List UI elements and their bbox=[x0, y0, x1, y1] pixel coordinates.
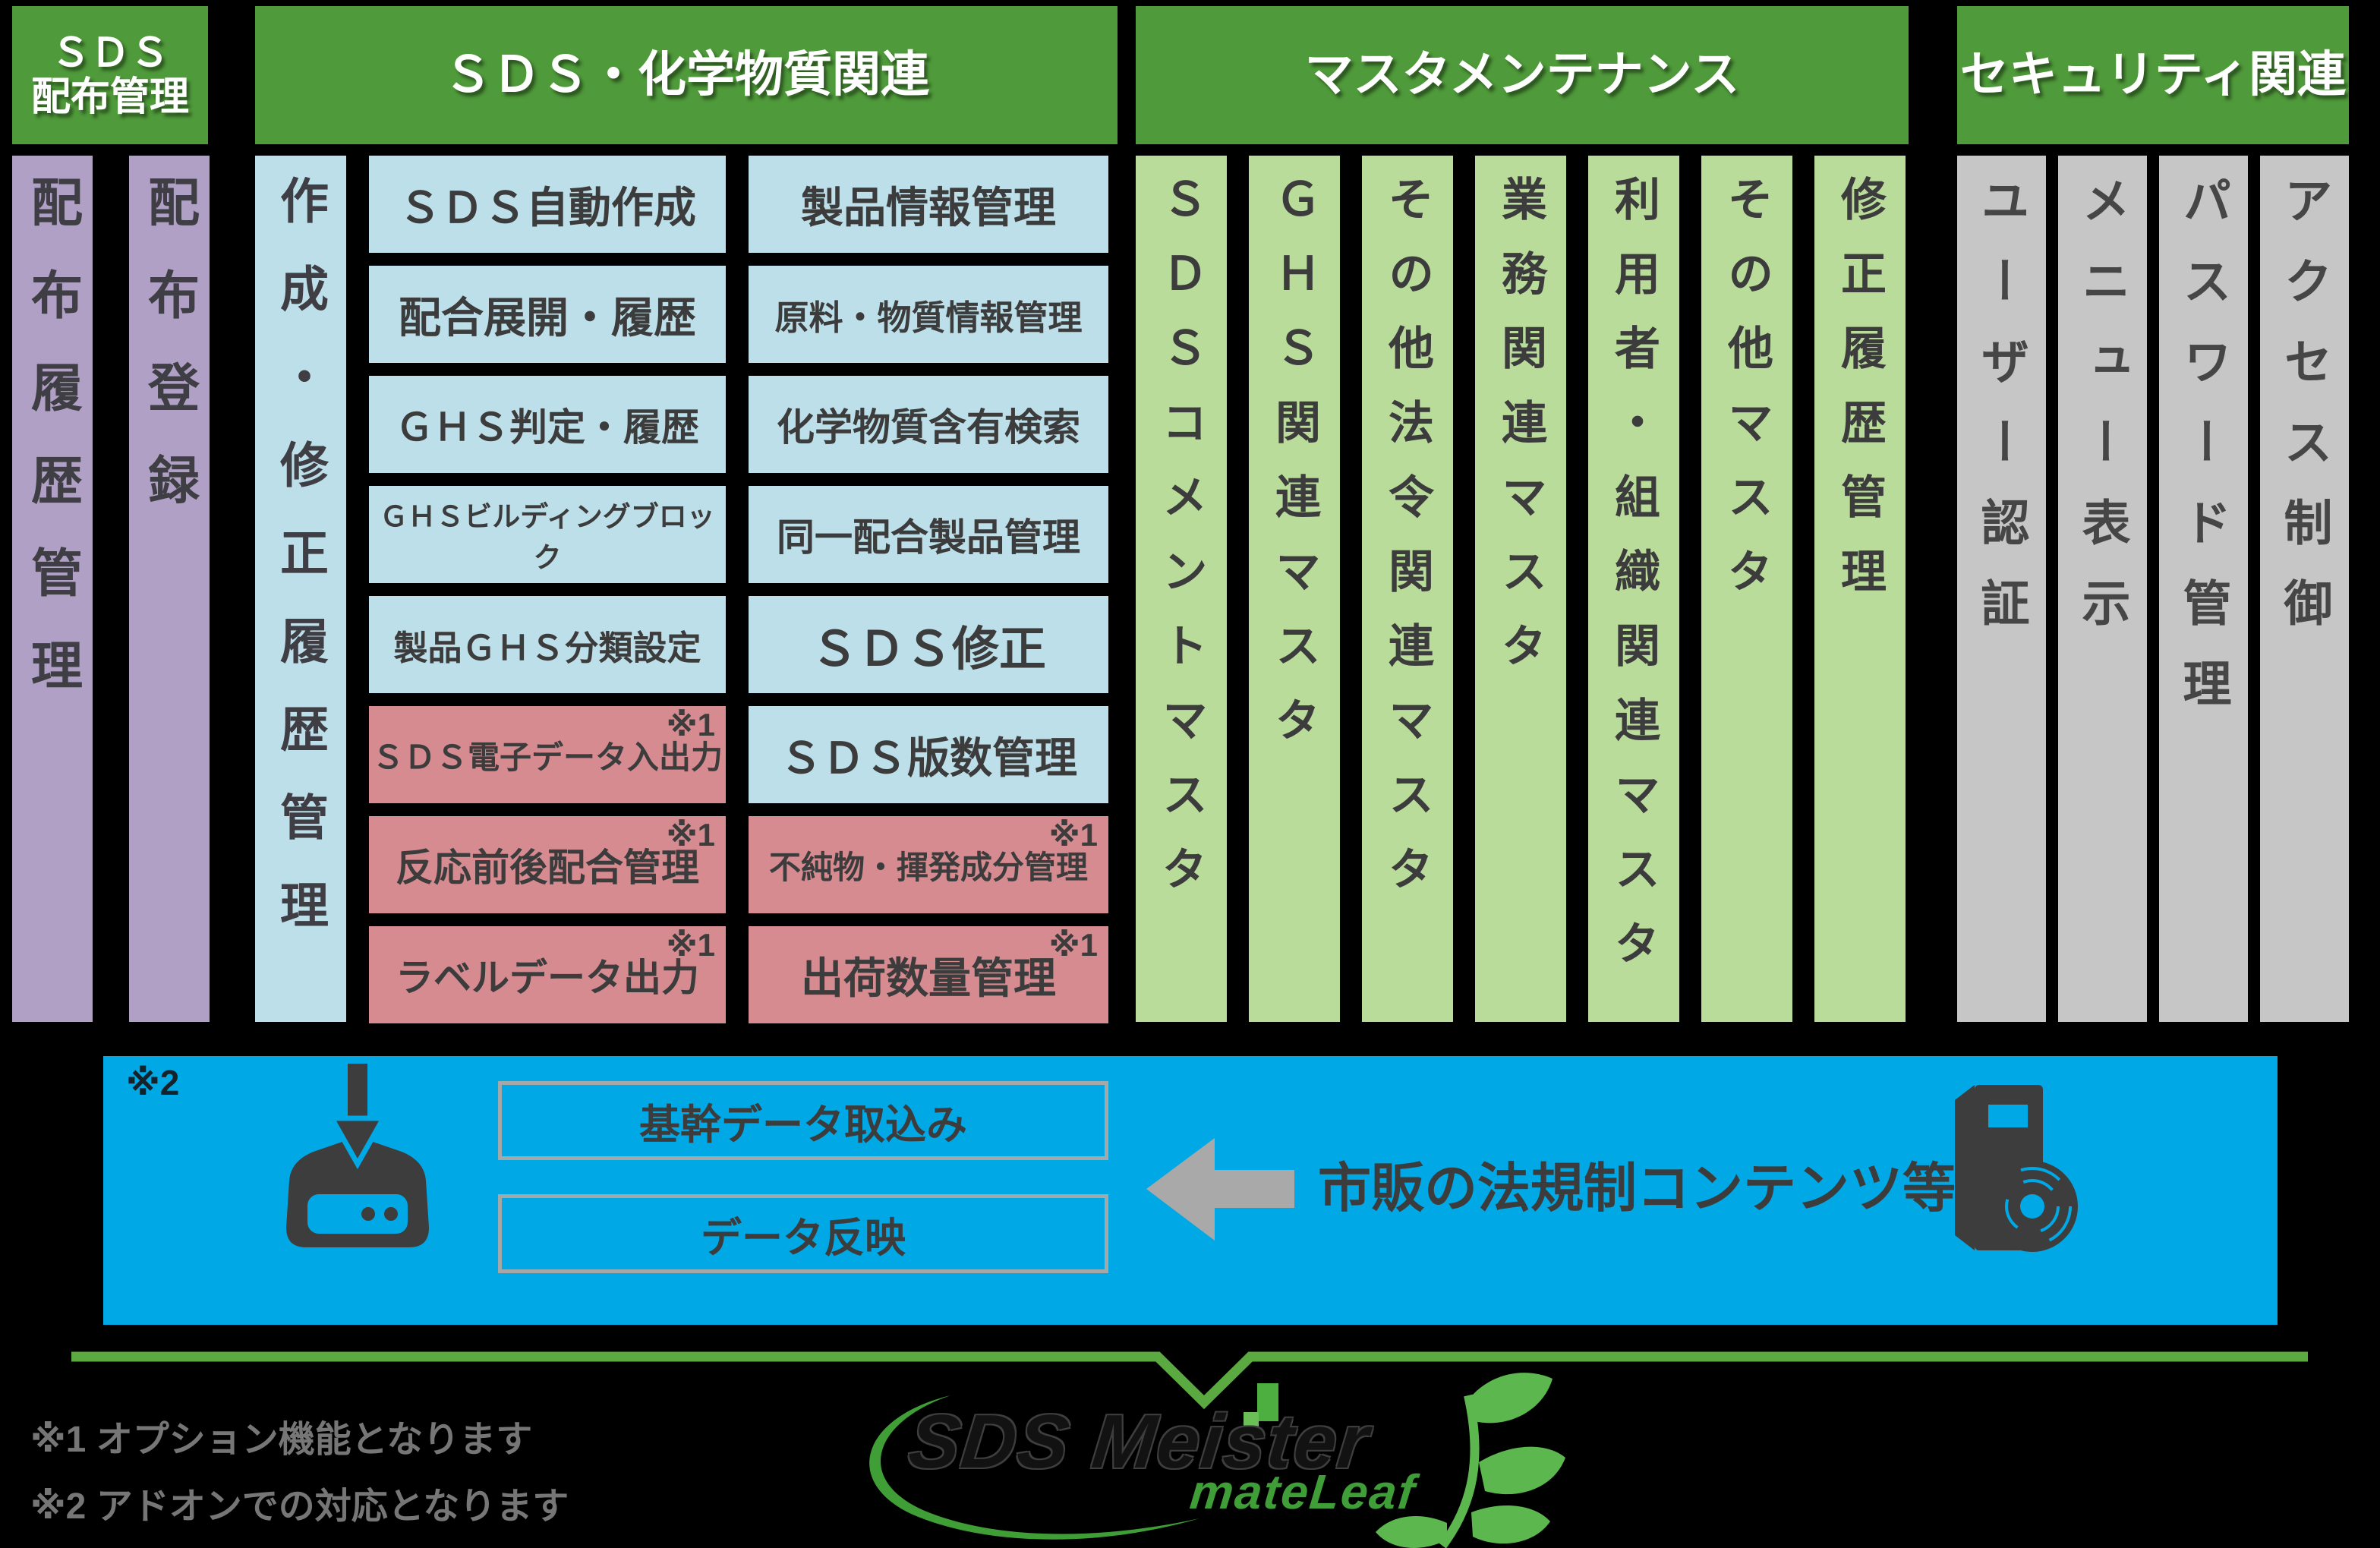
logo-subtitle: mateLeaf bbox=[1187, 1464, 1419, 1519]
feature-box-sds-revision: ＳＤＳ修正 bbox=[749, 596, 1108, 693]
feature-box-material-substance-info: 原料・物質情報管理 bbox=[749, 266, 1108, 363]
column-label: 配布登録 bbox=[140, 175, 198, 546]
header-master-maintenance: マスタメンテナンス bbox=[1136, 6, 1909, 144]
header-security: セキュリティ関連 bbox=[1957, 6, 2349, 144]
integration-band: ※2 基幹データ取込み データ反映 市販の法規制コンテンツ等 bbox=[103, 1056, 2278, 1325]
feature-box-formulation-history: 配合展開・履歴 bbox=[369, 266, 726, 363]
column-label: 作成・修正履歴管理 bbox=[273, 175, 328, 968]
feature-label: 製品ＧＨＳ分類設定 bbox=[393, 628, 701, 667]
feature-box-label-data-output: ラベルデータ出力※1 bbox=[369, 926, 726, 1023]
footnote-option: ※1 オプション機能となります bbox=[30, 1420, 533, 1460]
column-other-master: その他マスタ bbox=[1701, 156, 1792, 1022]
feature-label: 出荷数量管理 bbox=[801, 954, 1056, 1002]
column-label: 業務関連マスタ bbox=[1495, 175, 1546, 696]
feature-box-ghs-judgement: ＧＨＳ判定・履歴 bbox=[369, 376, 726, 473]
logo-leaf-icon bbox=[1376, 1373, 1565, 1548]
column-revision-history-master: 修正履歴管理 bbox=[1814, 156, 1906, 1022]
feature-box-chemical-content-search: 化学物質含有検索 bbox=[749, 376, 1108, 473]
process-label: データ反映 bbox=[701, 1215, 906, 1261]
feature-box-ghs-building-block: ＧＨＳビルディングブロック bbox=[369, 486, 726, 583]
feature-label: 不純物・揮発成分管理 bbox=[768, 849, 1088, 885]
column-business-master: 業務関連マスタ bbox=[1475, 156, 1566, 1022]
column-menu-display: メニュー表示 bbox=[2058, 156, 2147, 1022]
column-ghs-master: ＧＨＳ関連マスタ bbox=[1249, 156, 1340, 1022]
feature-box-impurity-volatile: 不純物・揮発成分管理※1 bbox=[749, 816, 1108, 913]
feature-box-sds-electronic-data: ＳＤＳ電子データ入出力※1 bbox=[369, 706, 726, 803]
feature-label: ラベルデータ出力 bbox=[396, 957, 699, 999]
feature-label: ＧＨＳ判定・履歴 bbox=[396, 406, 699, 449]
column-other-law-master: その他法令関連マスタ bbox=[1362, 156, 1453, 1022]
column-label: パスワード管理 bbox=[2176, 175, 2231, 739]
optional-note: ※1 bbox=[1048, 817, 1098, 853]
feature-label: ＧＨＳビルディングブロック bbox=[380, 501, 715, 573]
regulatory-content-label: 市販の法規制コンテンツ等 bbox=[1318, 1159, 1956, 1218]
feature-box-sds-auto-create: ＳＤＳ自動作成 bbox=[369, 156, 726, 253]
feature-label: ＳＤＳ自動作成 bbox=[399, 183, 696, 232]
download-device-icon bbox=[286, 1064, 429, 1247]
feature-box-sds-version: ＳＤＳ版数管理 bbox=[749, 706, 1108, 803]
cd-icon bbox=[1987, 1161, 2078, 1252]
header-sds-distribution: ＳＤＳ 配布管理 bbox=[12, 6, 208, 144]
column-distribution-registration: 配布登録 bbox=[129, 156, 210, 1022]
feature-label: 製品情報管理 bbox=[801, 183, 1056, 232]
optional-note: ※1 bbox=[1048, 927, 1098, 963]
logo-accent-squares bbox=[1244, 1383, 1278, 1433]
column-label: ユーザー認証 bbox=[1974, 175, 2029, 658]
column-label: メニュー表示 bbox=[2075, 175, 2130, 658]
column-label: ＳＤＳコメントマスタ bbox=[1155, 175, 1207, 919]
column-user-organization-master: 利用者・組織関連マスタ bbox=[1588, 156, 1679, 1022]
column-label: 利用者・組織関連マスタ bbox=[1608, 175, 1660, 994]
green-divider-line bbox=[71, 1351, 2308, 1410]
feature-label: 反応前後配合管理 bbox=[396, 847, 699, 889]
column-user-authentication: ユーザー認証 bbox=[1957, 156, 2046, 1022]
feature-label: ＳＤＳ修正 bbox=[810, 623, 1046, 676]
footnote-addon: ※2 アドオンでの対応となります bbox=[30, 1487, 569, 1527]
feature-box-shipment-quantity: 出荷数量管理※1 bbox=[749, 926, 1108, 1023]
feature-box-same-formulation-product: 同一配合製品管理 bbox=[749, 486, 1108, 583]
optional-note: ※1 bbox=[666, 817, 715, 853]
feature-label: 配合展開・履歴 bbox=[399, 293, 696, 342]
column-distribution-history: 配布履歴管理 bbox=[12, 156, 93, 1022]
column-create-revision-history: 作成・修正履歴管理 bbox=[255, 156, 346, 1022]
left-arrow-icon bbox=[1146, 1138, 1294, 1241]
feature-label: ＳＤＳ電子データ入出力 bbox=[371, 739, 723, 775]
header-sds-chemical: ＳＤＳ・化学物質関連 bbox=[255, 6, 1117, 144]
feature-label: 原料・物質情報管理 bbox=[774, 298, 1083, 337]
column-label: 配布履歴管理 bbox=[23, 175, 81, 731]
logo-swoosh bbox=[869, 1395, 1199, 1540]
column-label: その他法令関連マスタ bbox=[1382, 175, 1433, 919]
feature-label: 同一配合製品管理 bbox=[777, 516, 1080, 559]
feature-label: 化学物質含有検索 bbox=[777, 406, 1080, 449]
process-box-core-data-import: 基幹データ取込み bbox=[498, 1081, 1108, 1160]
column-label: その他マスタ bbox=[1721, 175, 1773, 622]
logo-graphics bbox=[869, 1373, 1565, 1548]
column-label: アクセス制御 bbox=[2277, 175, 2332, 658]
column-access-control: アクセス制御 bbox=[2260, 156, 2349, 1022]
optional-note: ※1 bbox=[666, 707, 715, 742]
feature-box-product-info: 製品情報管理 bbox=[749, 156, 1108, 253]
optional-note: ※1 bbox=[666, 927, 715, 963]
process-box-data-reflect: データ反映 bbox=[498, 1194, 1108, 1273]
feature-box-product-ghs-classification: 製品ＧＨＳ分類設定 bbox=[369, 596, 726, 693]
column-label: 修正履歴管理 bbox=[1834, 175, 1886, 622]
column-sds-comment-master: ＳＤＳコメントマスタ bbox=[1136, 156, 1227, 1022]
column-password-management: パスワード管理 bbox=[2159, 156, 2248, 1022]
software-package-icon bbox=[1955, 1085, 2078, 1252]
process-label: 基幹データ取込み bbox=[639, 1102, 967, 1148]
feature-box-reaction-formulation: 反応前後配合管理※1 bbox=[369, 816, 726, 913]
addon-note: ※2 bbox=[126, 1063, 180, 1102]
column-label: ＧＨＳ関連マスタ bbox=[1269, 175, 1320, 771]
feature-label: ＳＤＳ版数管理 bbox=[780, 733, 1077, 782]
